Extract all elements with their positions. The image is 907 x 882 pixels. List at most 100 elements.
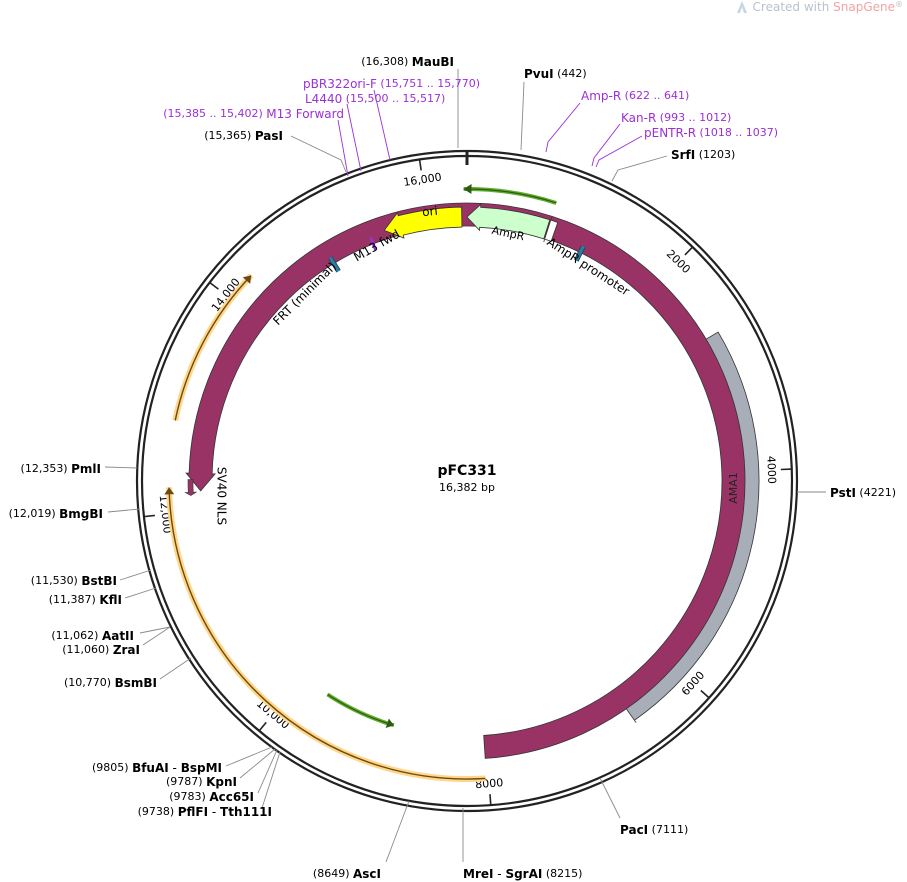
orf-cas9-highlight (166, 487, 486, 782)
enzyme-maubi-name: MauBI (412, 55, 454, 69)
leader-m13-forward (337, 119, 349, 177)
green-arrow-ampr-glow (463, 187, 557, 205)
leader-paci (599, 777, 621, 819)
primer-l4440-range: (15,500 .. 15,517) (342, 92, 445, 105)
enzyme-kfli-name: KflI (99, 593, 122, 607)
enzyme-srfi-name: SrfI (671, 148, 695, 162)
feature-cas9-label: Cas9 (282, 669, 311, 696)
enzyme-kpni-name: KpnI (206, 775, 237, 789)
primer-amp-r-name: Amp-R (581, 89, 621, 103)
ruler-tick-12000 (143, 514, 155, 518)
feature-ampr-tail (543, 217, 559, 243)
enzyme-mrei-name: MreI (463, 867, 493, 881)
enzyme-bfuai-sep: - (169, 761, 181, 775)
enzyme-pmli-name: PmlI (71, 462, 101, 476)
primer-pbr322ori-f-range: (15,751 .. 15,770) (377, 77, 480, 90)
enzyme-paci-name: PacI (620, 823, 648, 837)
enzyme-mrei-pos: (8215) (542, 867, 582, 880)
enzyme-pvui-pos: (442) (554, 67, 587, 80)
enzyme-asci: (8649) AscI (313, 867, 381, 881)
ruler-tick-2000 (684, 246, 694, 256)
enzyme-bfuai-name2: BspMI (181, 761, 222, 775)
enzyme-pasi: (15,365) PasI (204, 129, 283, 143)
primer-m13-forward-range: (15,385 .. 15,402) (163, 107, 266, 120)
enzyme-bmgbi-name: BmgBI (59, 507, 103, 521)
enzyme-mrei: MreI - SgrAI (8215) (463, 867, 582, 881)
leader-bmgbi (107, 508, 141, 513)
ruler-tick-6000 (700, 689, 710, 699)
enzyme-bstbi-name: BstBI (81, 574, 117, 588)
feature-sv40-nls-label: SV40 NLS (215, 467, 229, 525)
enzyme-bfuai: (9805) BfuAI - BspMI (92, 761, 222, 775)
enzyme-bsmbi-name: BsmBI (115, 676, 157, 690)
orf-upper-line (174, 275, 252, 421)
leader-kan-r (591, 123, 621, 167)
enzyme-bsmbi: (10,770) BsmBI (64, 676, 157, 690)
feature-layer (164, 184, 760, 782)
feature-sv40-nls (184, 479, 198, 496)
enzyme-paci: PacI (7111) (620, 823, 688, 837)
green-arrow-ampr-arrowhead (463, 184, 472, 195)
orf-cas9-line (168, 487, 486, 780)
enzyme-pmli: (12,353) PmlI (21, 462, 101, 476)
enzyme-pasi-name: PasI (255, 129, 283, 143)
feature-ampr (466, 203, 551, 240)
primer-pbr322ori-f: pBR322ori-F (15,751 .. 15,770) (303, 77, 480, 91)
enzyme-paci-pos: (7111) (648, 823, 688, 836)
primer-pentr-r-range: (1018 .. 1037) (696, 126, 778, 139)
feature-ori-label: ori (421, 204, 438, 220)
primer-kan-r-range: (993 .. 1012) (656, 111, 731, 124)
enzyme-pmli-pos: (12,353) (21, 462, 72, 475)
feature-ampr-promoter-fill (574, 245, 585, 262)
enzyme-maubi-pos: (16,308) (361, 55, 412, 68)
enzyme-acc65i-name: Acc65I (209, 790, 254, 804)
enzyme-asci-pos: (8649) (313, 867, 353, 880)
ruler-tick-14000 (209, 281, 219, 290)
enzyme-pflfi-sep: - (208, 805, 220, 819)
enzyme-kpni: (9787) KpnI (166, 775, 237, 789)
primer-m13-forward: (15,385 .. 15,402) M13 Forward (163, 107, 344, 121)
enzyme-kpni-pos: (9787) (166, 775, 206, 788)
enzyme-srfi-pos: (1203) (695, 148, 735, 161)
leader-pflfi (261, 751, 281, 809)
leader-srfi (611, 155, 668, 182)
leader-bstbi (119, 569, 152, 581)
enzyme-kfli: (11,387) KflI (49, 593, 122, 607)
leader-layer (104, 69, 826, 863)
enzyme-pflfi: (9738) PflFI - Tth111I (138, 805, 272, 819)
enzyme-zrai: (11,060) ZraI (62, 643, 140, 657)
enzyme-srfi: SrfI (1203) (671, 148, 735, 162)
enzyme-acc65i: (9783) Acc65I (169, 790, 254, 804)
leader-acc65i (257, 749, 278, 794)
feature-frt-fill (328, 256, 340, 272)
orf-upper-arrowhead (242, 275, 252, 284)
leader-pasi (290, 135, 347, 173)
ruler-label-4000: 4000 (764, 456, 778, 484)
enzyme-mrei-sep: - (493, 867, 505, 881)
enzyme-mrei-name2: SgrAI (505, 867, 542, 881)
enzyme-psti: PstI (4221) (830, 486, 896, 500)
enzyme-zrai-name: ZraI (113, 643, 140, 657)
enzyme-bmgbi: (12,019) BmgBI (9, 507, 103, 521)
watermark-brand: SnapGene (833, 0, 895, 14)
watermark-prefix: Created with (752, 0, 830, 14)
enzyme-aatii: (11,062) AatII (51, 629, 134, 643)
leader-aatii (139, 626, 171, 634)
leader-asci (385, 800, 410, 863)
enzyme-pflfi-name: PflFI (178, 805, 208, 819)
snapgene-logo-icon (736, 1, 747, 13)
leader-kfli (124, 587, 157, 599)
enzyme-pflfi-name2: Tth111I (220, 805, 272, 819)
enzyme-acc65i-pos: (9783) (169, 790, 209, 803)
primer-pentr-r: pENTR-R (1018 .. 1037) (644, 126, 778, 140)
enzyme-bstbi-pos: (11,530) (31, 574, 82, 587)
primer-kan-r-name: Kan-R (621, 111, 656, 125)
feature-ori (383, 206, 463, 239)
enzyme-psti-name: PstI (830, 486, 856, 500)
feature-ama1-label: AMA1 (727, 472, 740, 504)
feature-m13-fwd (369, 236, 378, 251)
enzyme-bsmbi-pos: (10,770) (64, 676, 115, 689)
backbone (135, 149, 799, 813)
green-arrow-cas9-arrowhead (385, 718, 394, 728)
